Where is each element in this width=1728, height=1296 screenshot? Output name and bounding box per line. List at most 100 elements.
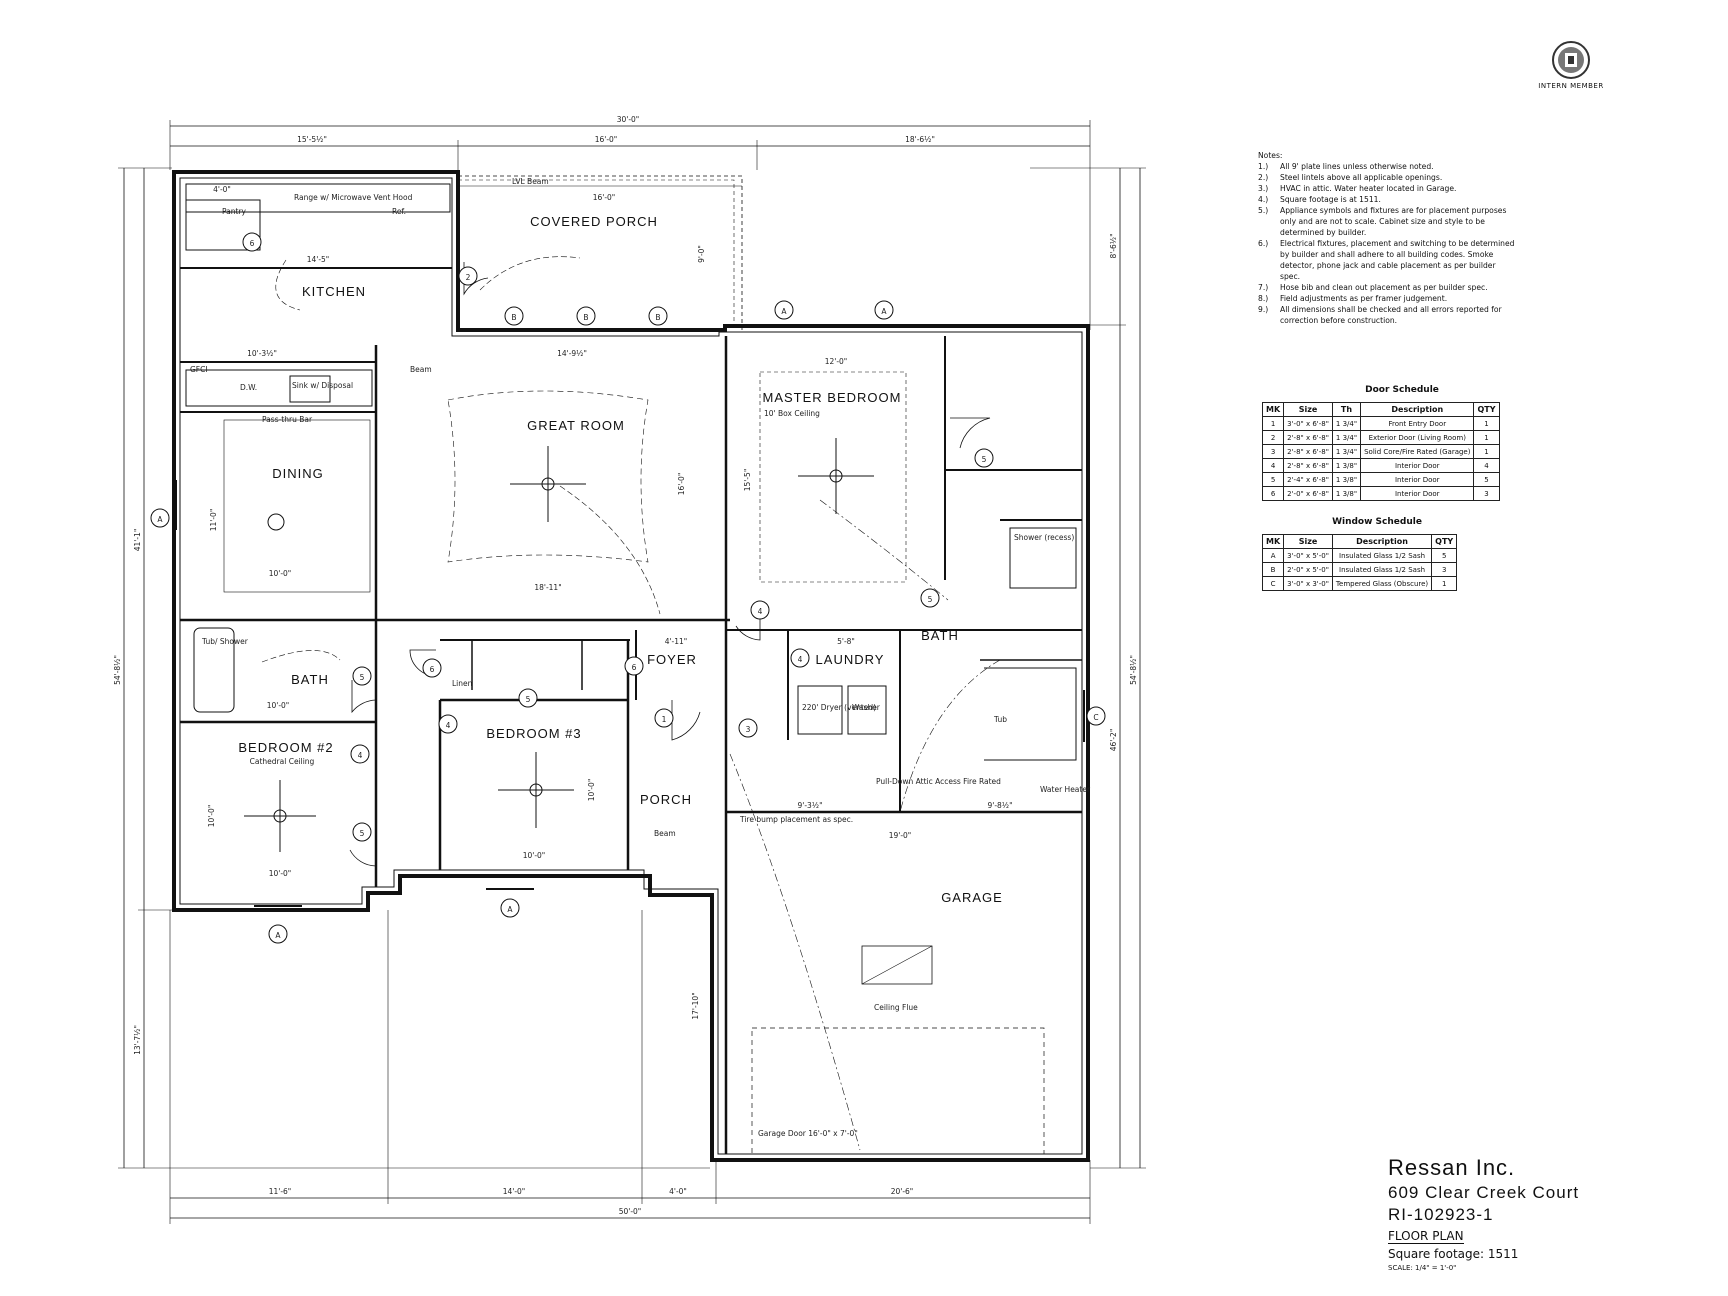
dishwasher-label: D.W. (240, 383, 257, 392)
door-tag-6c: 6 (632, 663, 637, 672)
dim-right-a: 8'-6½" (1109, 233, 1118, 258)
notes-list: 1.)All 9' plate lines unless otherwise n… (1258, 161, 1518, 326)
window-schedule-title: Window Schedule (1332, 517, 1422, 527)
dim-bottom-a: 11'-6" (269, 1187, 292, 1196)
dim-kitchen-w2: 10'-3½" (247, 349, 277, 358)
note-number: 1.) (1258, 162, 1269, 171)
dim-left-b: 13'-7½" (133, 1025, 142, 1055)
schedule-cell: 5 (1473, 472, 1500, 487)
door-tag-5b: 5 (526, 695, 531, 704)
note-item: 7.) Hose bib and clean out placement as p… (1258, 282, 1518, 293)
dim-master-h: 15'-5" (743, 469, 752, 492)
note-text: Appliance symbols and fixtures are for p… (1280, 206, 1507, 237)
schedule-cell: 4 (1261, 458, 1285, 473)
kitchen-label: KITCHEN (302, 284, 366, 299)
company-name: Ressan Inc. (1388, 1155, 1516, 1180)
door-tag-2: 2 (466, 273, 471, 282)
laundry-label: LAUNDRY (816, 652, 885, 667)
dim-top-b: 16'-0" (595, 135, 618, 144)
master-bedroom-label: MASTER BEDROOM (763, 390, 902, 405)
dim-garage-w2: 9'-3½" (797, 801, 822, 810)
dim-great-w: 14'-9½" (557, 349, 587, 358)
pantry-label: Pantry (222, 207, 247, 216)
note-item: 2.)Steel lintels above all applicable op… (1258, 172, 1518, 183)
dim-right-b: 46'-2" (1109, 729, 1118, 752)
washer-label: Washer (852, 703, 881, 712)
note-number: 6.) (1258, 239, 1269, 248)
schedule-cell: Interior Door (1360, 458, 1475, 473)
note-number: 7.) (1258, 283, 1269, 292)
schedule-header-cell: Size (1283, 402, 1333, 417)
note-item: 1.)All 9' plate lines unless otherwise n… (1258, 161, 1518, 172)
schedule-cell: 3'-0" x 3'-0" (1283, 576, 1333, 591)
notes-section: Notes: 1.)All 9' plate lines unless othe… (1258, 150, 1518, 326)
door-tag-5c: 5 (360, 829, 365, 838)
schedule-cell: Interior Door (1360, 472, 1475, 487)
note-text: Hose bib and clean out placement as per … (1280, 283, 1488, 292)
sink-label: Sink w/ Disposal (292, 381, 353, 390)
sheet-name: FLOOR PLAN (1388, 1229, 1464, 1244)
scale-note: SCALE: 1/4" = 1'-0" (1388, 1264, 1457, 1272)
attic-access-label: Pull-Down Attic Access Fire Rated (876, 777, 1001, 786)
schedule-cell: Interior Door (1360, 486, 1475, 501)
note-text: Field adjustments as per framer judgemen… (1280, 294, 1448, 303)
dim-bottom-total: 50'-0" (619, 1207, 642, 1216)
dim-garage-w: 19'-0" (889, 831, 912, 840)
title-block: Ressan Inc. 609 Clear Creek Court RI-102… (1388, 1155, 1688, 1272)
window-tag-a3: A (507, 905, 513, 914)
schedule-cell: 3 (1473, 486, 1500, 501)
dim-dining-w: 10'-0" (269, 569, 292, 578)
dim-bed3-h: 10'-0" (587, 779, 596, 802)
ceiling-flue-label: Ceiling Flue (874, 1003, 918, 1012)
schedule-cell: Front Entry Door (1360, 416, 1475, 431)
note-item: 5.) Appliance symbols and fixtures are fo… (1258, 205, 1518, 238)
dim-laundry-w: 5'-8" (837, 637, 855, 646)
door-schedule-title: Door Schedule (1365, 385, 1439, 395)
dim-great-h: 16'-0" (677, 473, 686, 496)
refrigerator-label: Ref. (392, 207, 406, 216)
door-tag-4b: 4 (358, 751, 363, 760)
tub-shower-label: Tub/ Shower (201, 637, 249, 646)
gfci-label: GFCI (190, 365, 208, 374)
schedule-cell: 1 3/4" (1331, 430, 1362, 445)
note-number: 5.) (1258, 206, 1269, 215)
schedule-cell: 2 (1261, 430, 1285, 445)
pass-thru-label: Pass-thru Bar (262, 415, 313, 424)
note-item: 6.)Electrical fixtures, placement and sw… (1258, 238, 1518, 282)
schedule-cell: 2'-0" x 5'-0" (1283, 562, 1333, 577)
dim-bottom-d: 20'-6" (891, 1187, 914, 1196)
schedule-cell: Insulated Glass 1/2 Sash (1331, 562, 1433, 577)
note-item: 3.)HVAC in attic. Water heater located i… (1258, 183, 1518, 194)
schedule-cell: Exterior Door (Living Room) (1360, 430, 1475, 445)
note-text: HVAC in attic. Water heater located in G… (1280, 184, 1457, 193)
schedule-cell: 4 (1473, 458, 1500, 473)
dim-left-total: 54'-8½" (113, 655, 122, 685)
project-address: 609 Clear Creek Court (1388, 1183, 1580, 1202)
linen-label: Linen (452, 679, 473, 688)
door-tag-4a: 4 (446, 721, 451, 730)
window-tag-c1: C (1093, 713, 1098, 722)
schedule-header-cell: MK (1261, 534, 1285, 549)
window-tag-b1: B (511, 313, 516, 322)
covered-porch-label: COVERED PORCH (530, 214, 658, 229)
great-room-label: GREAT ROOM (527, 418, 625, 433)
dim-garage-h: 17'-10" (691, 992, 700, 1019)
schedule-cell: Solid Core/Fire Rated (Garage) (1360, 444, 1475, 459)
schedule-cell: 2'-8" x 6'-8" (1283, 458, 1333, 473)
schedule-cell: 1 (1473, 444, 1500, 459)
door-tag-1: 1 (662, 715, 667, 724)
note-text: Steel lintels above all applicable openi… (1280, 173, 1443, 182)
schedule-cell: 6 (1261, 486, 1285, 501)
dim-left-a: 41'-1" (133, 529, 142, 552)
lvl-beam-label: LVL Beam (512, 177, 549, 186)
schedule-cell: 1 (1473, 416, 1500, 431)
